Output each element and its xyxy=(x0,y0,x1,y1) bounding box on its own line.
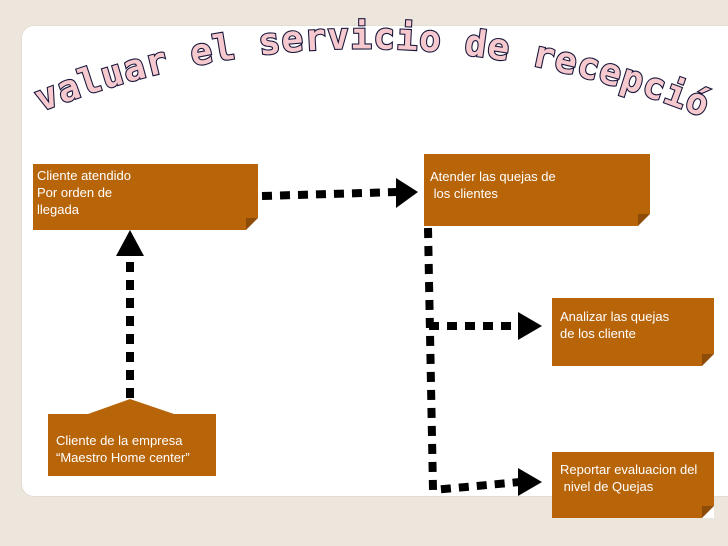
page-fold xyxy=(702,506,714,518)
connector-cliente-to-atender xyxy=(261,188,399,200)
box-atender-quejas-label: Atender las quejas de los clientes xyxy=(430,169,556,201)
page-fold xyxy=(702,354,714,366)
box-reportar: Reportar evaluacion del nivel de Quejas xyxy=(552,452,714,518)
box-cliente-atendido-label: Cliente atendido Por orden de llegada xyxy=(37,168,131,217)
arrowhead-to-cliente-atendido xyxy=(116,230,144,256)
arrowhead-to-analizar xyxy=(518,312,542,340)
callout-shape xyxy=(48,399,216,476)
box-atender-quejas: Atender las quejas de los clientes xyxy=(424,154,650,226)
box-analizar-quejas-label: Analizar las quejas de los cliente xyxy=(560,309,670,341)
callout-cliente-empresa xyxy=(48,399,216,476)
box-analizar-quejas: Analizar las quejas de los cliente xyxy=(552,298,714,366)
box-reportar-label: Reportar evaluacion del nivel de Quejas xyxy=(560,462,698,494)
page-fold xyxy=(638,214,650,226)
arrowhead-to-reportar xyxy=(518,468,542,496)
box-cliente-empresa: Cliente de la empresa “Maestro Home cent… xyxy=(48,426,214,472)
page-fold xyxy=(246,218,258,230)
box-cliente-empresa-label: Cliente de la empresa “Maestro Home cent… xyxy=(56,433,190,465)
diagram-title-path: Evaluar el servicio de recepción xyxy=(0,0,716,127)
connector-trunk-to-reportar xyxy=(424,227,521,495)
diagram-title: Evaluar el servicio de recepción xyxy=(0,0,716,126)
box-cliente-atendido: Cliente atendido Por orden de llegada xyxy=(33,164,258,230)
connectors xyxy=(126,188,521,495)
arrowhead-to-atender xyxy=(396,178,418,208)
